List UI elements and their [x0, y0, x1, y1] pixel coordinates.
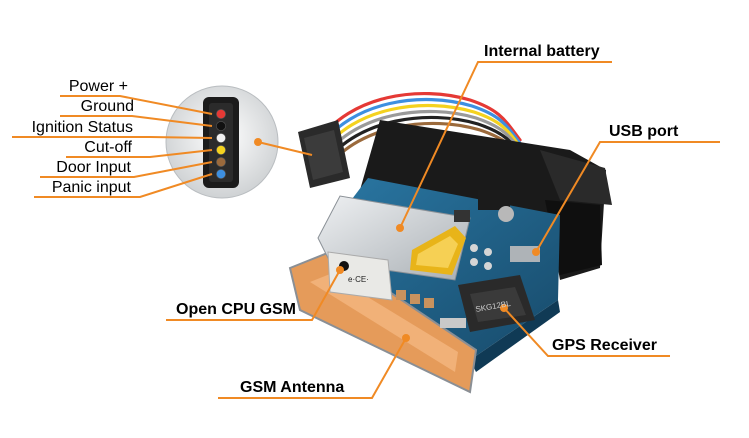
label-open-cpu-gsm: Open CPU GSM — [176, 301, 297, 318]
connector-pin — [216, 157, 226, 167]
wire-label-panic-input: Panic input — [51, 179, 131, 196]
label-usb-port: USB port — [609, 123, 679, 140]
pcb-components — [396, 190, 540, 328]
label-internal-battery: Internal battery — [484, 43, 600, 60]
gsm-module — [327, 251, 393, 301]
label-gsm-antenna: GSM Antenna — [240, 379, 345, 396]
connector-pin — [216, 169, 226, 179]
connector-pins — [216, 109, 226, 179]
wire-label-cut-off: Cut-off — [84, 139, 132, 156]
connector-pin — [216, 145, 226, 155]
label-gps-receiver: GPS Receiver — [552, 337, 657, 354]
connector-pin — [216, 133, 226, 143]
wire-plug — [298, 120, 350, 188]
connector-pin — [216, 109, 226, 119]
leader-dots — [254, 138, 540, 342]
leader-lines — [12, 61, 720, 399]
gsm-module-marking: e·CE· — [348, 275, 369, 284]
connector-pin — [216, 121, 226, 131]
wire-label-ground: Ground — [80, 98, 134, 115]
gps-module — [458, 275, 535, 332]
wire-label-power: Power + — [68, 78, 128, 95]
wire-label-ignition-status: Ignition Status — [31, 119, 133, 136]
wire-label-door-input: Door Input — [56, 159, 131, 176]
